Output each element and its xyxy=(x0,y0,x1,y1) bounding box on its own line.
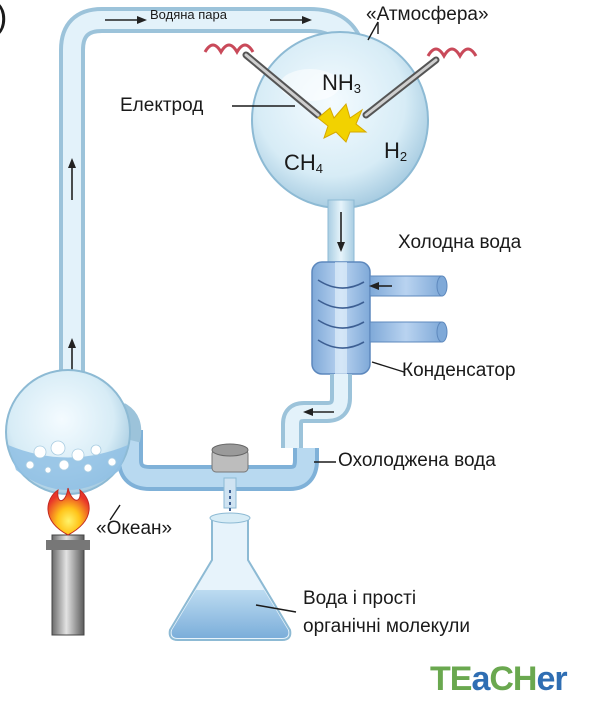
condenser xyxy=(312,262,447,374)
flame-icon xyxy=(48,488,89,535)
label-electrode: Електрод xyxy=(120,95,203,117)
ocean-flask xyxy=(6,370,130,494)
formula-methane: CH4 xyxy=(284,150,323,176)
label-cold-water: Холодна вода xyxy=(398,232,521,254)
collection-flask xyxy=(170,513,291,640)
teacher-logo: TEaCHer xyxy=(430,660,567,699)
label-products-line1: Вода і прості xyxy=(303,588,416,610)
formula-ammonia: NH3 xyxy=(322,70,361,96)
return-tube xyxy=(292,374,341,448)
label-atmosphere: «Атмосфера» xyxy=(366,4,489,26)
label-cooled-water: Охолоджена вода xyxy=(338,450,496,472)
label-water-vapor: Водяна пара xyxy=(150,7,227,22)
burner xyxy=(46,535,90,635)
formula-hydrogen: H2 xyxy=(384,138,407,164)
sphere-neck xyxy=(328,200,354,270)
label-products-line2: органічні молекули xyxy=(303,616,470,638)
label-ocean: «Океан» xyxy=(96,518,172,540)
label-condenser: Конденсатор xyxy=(402,360,516,382)
corner-mark: ) xyxy=(0,0,7,37)
